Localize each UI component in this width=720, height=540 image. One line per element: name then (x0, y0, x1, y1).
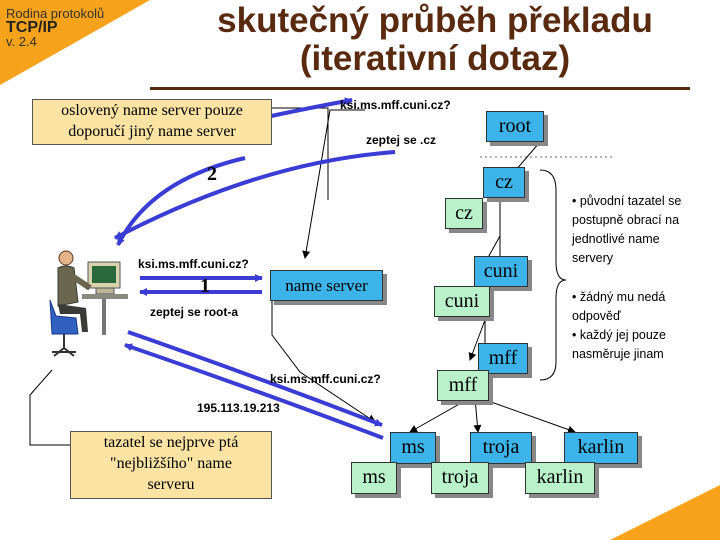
label-reply-root: zeptej se .cz (366, 133, 437, 147)
root-server-node: root (486, 111, 544, 142)
note-line: oslovený name server pouze (61, 102, 243, 119)
mff-domain-node: mff (437, 370, 489, 401)
side-note-line: • každý jej pouze (572, 328, 667, 342)
note-line: tazatel se nejprve ptá (103, 434, 239, 451)
series-label: Rodina protokolů TCP/IP v. 2.4 (6, 7, 104, 49)
karlin-server-node: karlin (564, 432, 638, 464)
side-note-line: • žádný mu nedá (572, 290, 666, 304)
karlin-domain-node: karlin (525, 462, 595, 494)
side-note-2: • žádný mu nedá odpověď • každý jej pouz… (572, 288, 666, 364)
note-nearest-server: tazatel se nejprve ptá "nejbližšího" nam… (70, 431, 272, 499)
step-number-2: 2 (207, 163, 217, 185)
user-at-computer-icon (49, 250, 128, 357)
cuni-domain-node: cuni (434, 286, 490, 317)
mff-server-node: mff (478, 343, 528, 374)
title-line-2: (iterativní dotaz) (299, 39, 571, 78)
troja-server-node: troja (470, 432, 532, 464)
series-abbr: TCP/IP (6, 19, 58, 36)
note-line: doporučí jiný name server (68, 123, 236, 140)
corner-decoration-bottom-right (610, 485, 720, 540)
title-underline (150, 87, 690, 90)
corner-decoration-top-left (0, 0, 150, 85)
side-note-1: • původní tazatel se postupně obrací na … (572, 192, 681, 268)
troja-domain-node: troja (431, 462, 489, 494)
ms-domain-node: ms (351, 462, 397, 494)
title-line-1: skutečný průběh překladu (217, 1, 653, 40)
cuni-server-node: cuni (474, 256, 528, 287)
ms-server-node: ms (390, 432, 436, 464)
cz-server-node: cz (483, 167, 525, 198)
cz-domain-node: cz (445, 198, 483, 229)
side-note-line: • původní tazatel se (572, 194, 682, 208)
label-query-local: ksi.ms.mff.cuni.cz? (138, 257, 249, 271)
local-name-server: name server (270, 270, 383, 301)
version-label: v. 2.4 (6, 34, 37, 49)
label-reply-local: zeptej se root-a (150, 305, 239, 319)
note-line: serveru (147, 476, 195, 493)
slide-title: skutečný průběh překladu (iterativní dot… (150, 2, 720, 78)
label-query-final: ksi.ms.mff.cuni.cz? (270, 372, 381, 386)
step-number-1: 1 (200, 275, 210, 297)
side-note-line: odpověď (572, 309, 621, 323)
series-name: Rodina protokolů (6, 6, 105, 21)
side-note-line: postupně obrací na (572, 213, 680, 227)
label-query-root: ksi.ms.mff.cuni.cz? (340, 98, 451, 112)
note-line: "nejbližšího" name (110, 455, 232, 472)
note-iterative-referral: oslovený name server pouze doporučí jiný… (32, 99, 272, 145)
side-note-line: jednotlivé name (572, 232, 660, 246)
side-note-line: nasměruje jinam (572, 347, 664, 361)
label-answer-ip: 195.113.19.213 (197, 401, 280, 415)
side-note-line: servery (572, 251, 613, 265)
